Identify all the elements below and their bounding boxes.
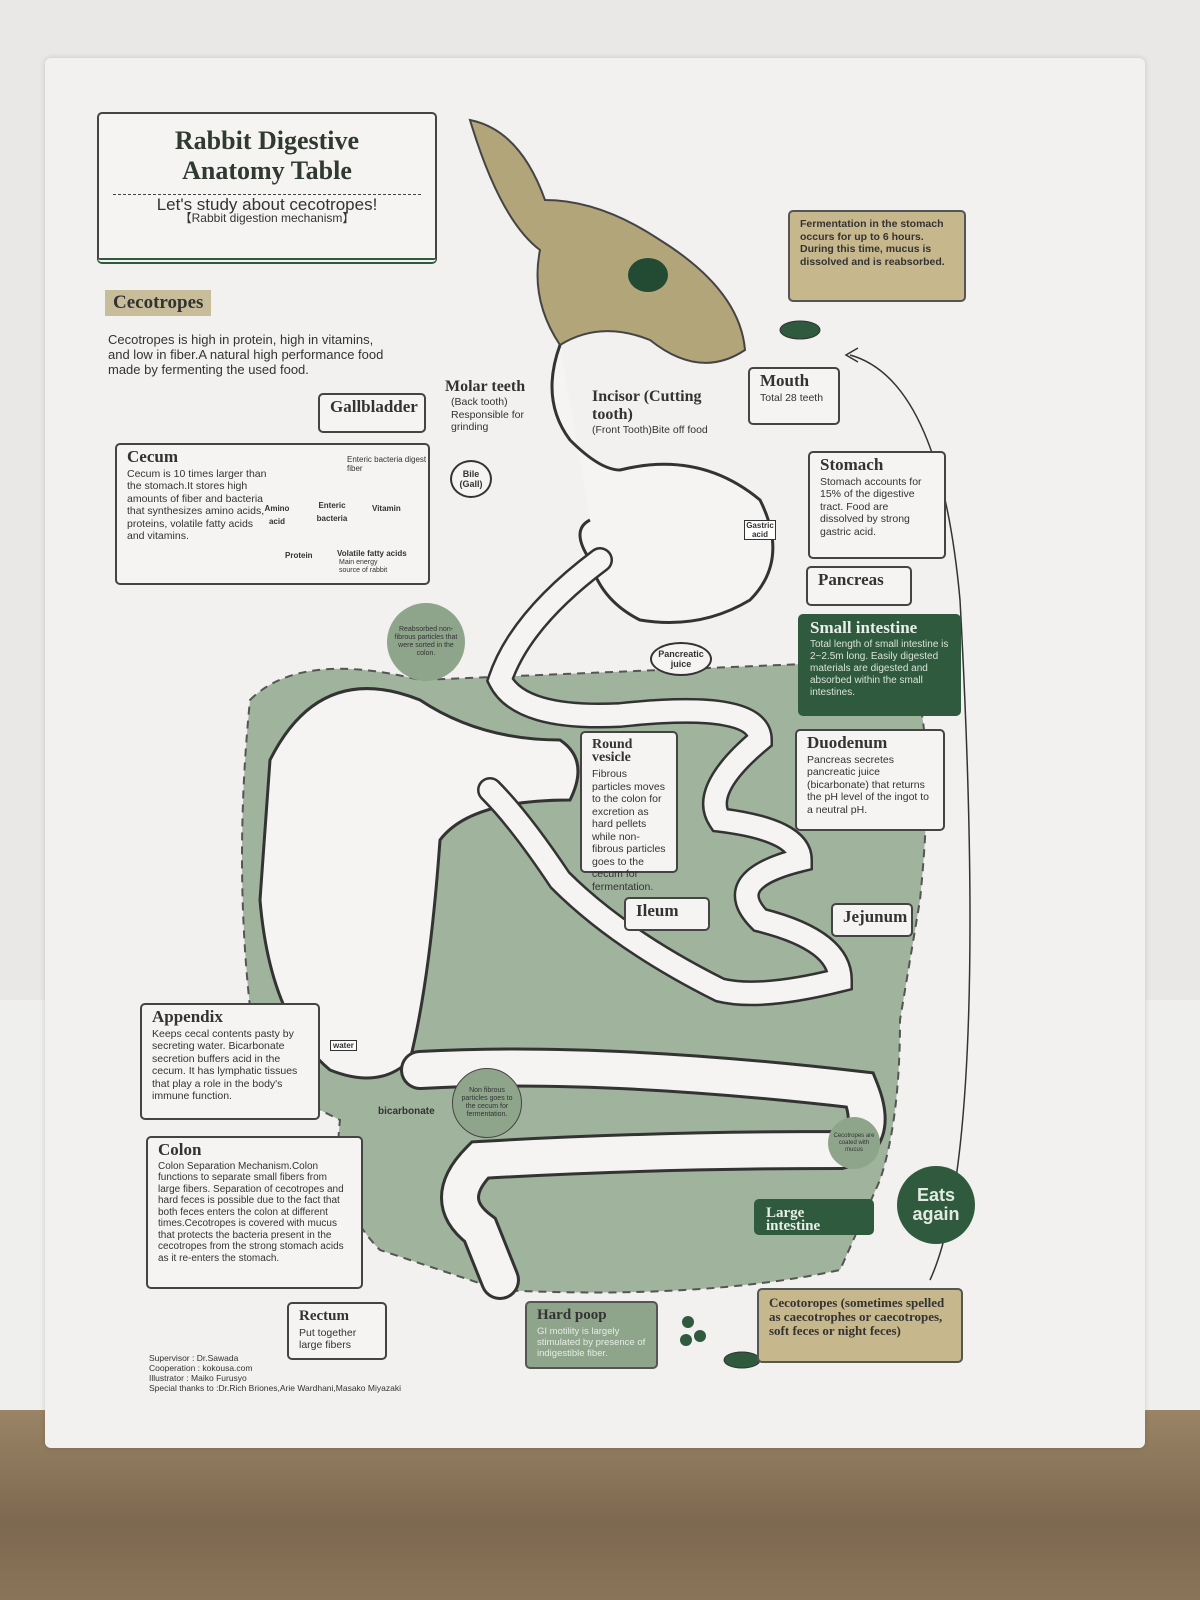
hard-poop-heading: Hard poop [537,1307,607,1323]
cecotropes-heading: Cecotropes [105,290,212,316]
credit-thanks: Special thanks to :Dr.Rich Briones,Arie … [149,1383,401,1393]
bacteria-note: Enteric bacteria digest fiber [347,455,427,473]
credit-supervisor: Supervisor : Dr.Sawada [149,1353,239,1363]
jejunum-box: Jejunum [831,903,913,937]
small-intestine-box: Small intestine Total length of small in… [798,614,961,716]
cecotropes-definition-box: Cecotoropes (sometimes spelled as caecot… [757,1288,963,1363]
title-box: Rabbit Digestive Anatomy Table Let's stu… [97,112,437,264]
gallbladder-box: Gallbladder [318,393,426,433]
ileum-heading: Ileum [636,901,679,920]
duodenum-box: Duodenum Pancreas secretes pancreatic ju… [795,729,945,831]
hard-poop-box: Hard poop GI motility is largely stimula… [525,1301,658,1369]
gallbladder-heading: Gallbladder [330,397,418,416]
vitamin-label: Vitamin [372,504,401,513]
cecum-box: Cecum Cecum is 10 times larger than the … [115,443,430,585]
incisor-heading: Incisor (Cutting tooth) [592,388,702,423]
pancreatic-juice-label: Pancreatic juice [650,642,712,676]
rabbit-head [468,118,747,364]
energy-note: Main energy source of rabbit [339,559,388,574]
rectum-box: Rectum Put together large fibers [287,1302,387,1360]
reabsorbed-bubble: Reabsorbed non-fibrous particles that we… [387,603,465,681]
cecotropes-definition-text: Cecotoropes (sometimes spelled as caecot… [769,1295,945,1338]
incisor-text: (Front Tooth)Bite off food [592,424,708,436]
molar-text: (Back tooth) Responsible for grinding [451,396,524,433]
stomach-box: Stomach Stomach accounts for 15% of the … [808,451,946,559]
round-vesicle-box: Round vesicle Fibrous particles moves to… [580,731,678,893]
jejunum-heading: Jejunum [843,907,908,926]
cecotropes-intro-text: Cecotropes is high in protein, high in v… [108,332,384,377]
stomach-heading: Stomach [820,455,884,474]
colon-text: Colon Separation Mechanism.Colon functio… [158,1160,344,1264]
mouth-box: Mouth Total 28 teeth [748,367,840,425]
fermentation-text: Fermentation in the stomach occurs for u… [800,218,945,268]
rectum-heading: Rectum [299,1308,349,1324]
stomach-text: Stomach accounts for 15% of the digestiv… [820,475,922,538]
eats-again-badge: Eats again [897,1166,975,1244]
mechanism-label: 【Rabbit digestion mechanism】 [179,210,355,225]
enteric-bacteria-label: Enteric bacteria [316,501,348,523]
rectum-text: Put together large fibers [299,1326,357,1352]
credits: Supervisor : Dr.Sawada Cooperation : kok… [149,1353,401,1393]
mouth-heading: Mouth [760,371,810,390]
pancreas-box: Pancreas [806,566,912,606]
round-vesicle-text: Fibrous particles moves to the colon for… [592,768,666,893]
appendix-box: Appendix Keeps cecal contents pasty by s… [140,1003,320,1120]
title-line2: Anatomy Table [182,156,352,185]
pancreas-heading: Pancreas [818,570,884,589]
hard-pellet [694,1330,706,1342]
hard-pellet [682,1316,694,1328]
protein-label: Protein [285,551,313,560]
colon-heading: Colon [158,1140,202,1159]
round-vesicle-heading: Round vesicle [592,737,633,765]
subtitle: Let's study about cecotropes! [156,195,378,214]
gastric-acid-label: Gastric acid [744,520,776,540]
mouth-text: Total 28 teeth [760,391,824,404]
colon-box: Colon Colon Separation Mechanism.Colon f… [146,1136,363,1289]
appendix-text: Keeps cecal contents pasty by secreting … [152,1027,298,1103]
appendix-heading: Appendix [152,1007,223,1026]
credit-illustrator: Illustrator : Maiko Furusyo [149,1373,247,1383]
hard-pellet [680,1334,692,1346]
duodenum-heading: Duodenum [807,733,888,752]
title-line1: Rabbit Digestive [174,126,360,155]
duodenum-text: Pancreas secretes pancreatic juice (bica… [807,753,929,816]
molar-label: Molar teeth (Back tooth) Responsible for… [445,378,545,434]
large-intestine-box: Large intestine [754,1199,874,1235]
ileum-box: Ileum [624,897,710,931]
bicarbonate-label: bicarbonate [378,1106,435,1117]
cecotrope-pellet [779,320,821,340]
amino-acid-label: Amino acid [264,504,290,526]
cecum-text: Cecum is 10 times larger than the stomac… [127,467,267,543]
cecotrope-pellet [723,1351,761,1369]
mucus-note-bubble: Cecotropes are coated with mucus [828,1117,880,1169]
vfa-label: Volatile fatty acids [337,549,407,558]
small-intestine-heading: Small intestine [810,618,918,637]
nonfibrous-bubble: Non fibrous particles goes to the cecum … [452,1068,522,1138]
rabbit-eye [628,258,668,292]
hard-poop-text: GI motility is largely stimulated by pre… [537,1325,646,1359]
water-label: water [330,1040,357,1051]
small-intestine-text: Total length of small intestine is 2~2.5… [810,638,949,698]
bile-label: Bile (Gall) [450,460,492,498]
fermentation-box: Fermentation in the stomach occurs for u… [788,210,966,302]
large-intestine-heading: Large intestine [766,1205,821,1234]
incisor-label: Incisor (Cutting tooth) (Front Tooth)Bit… [592,388,722,437]
molar-heading: Molar teeth [445,378,526,395]
cecum-heading: Cecum [127,447,178,466]
credit-cooperation: Cooperation : kokousa.com [149,1363,253,1373]
